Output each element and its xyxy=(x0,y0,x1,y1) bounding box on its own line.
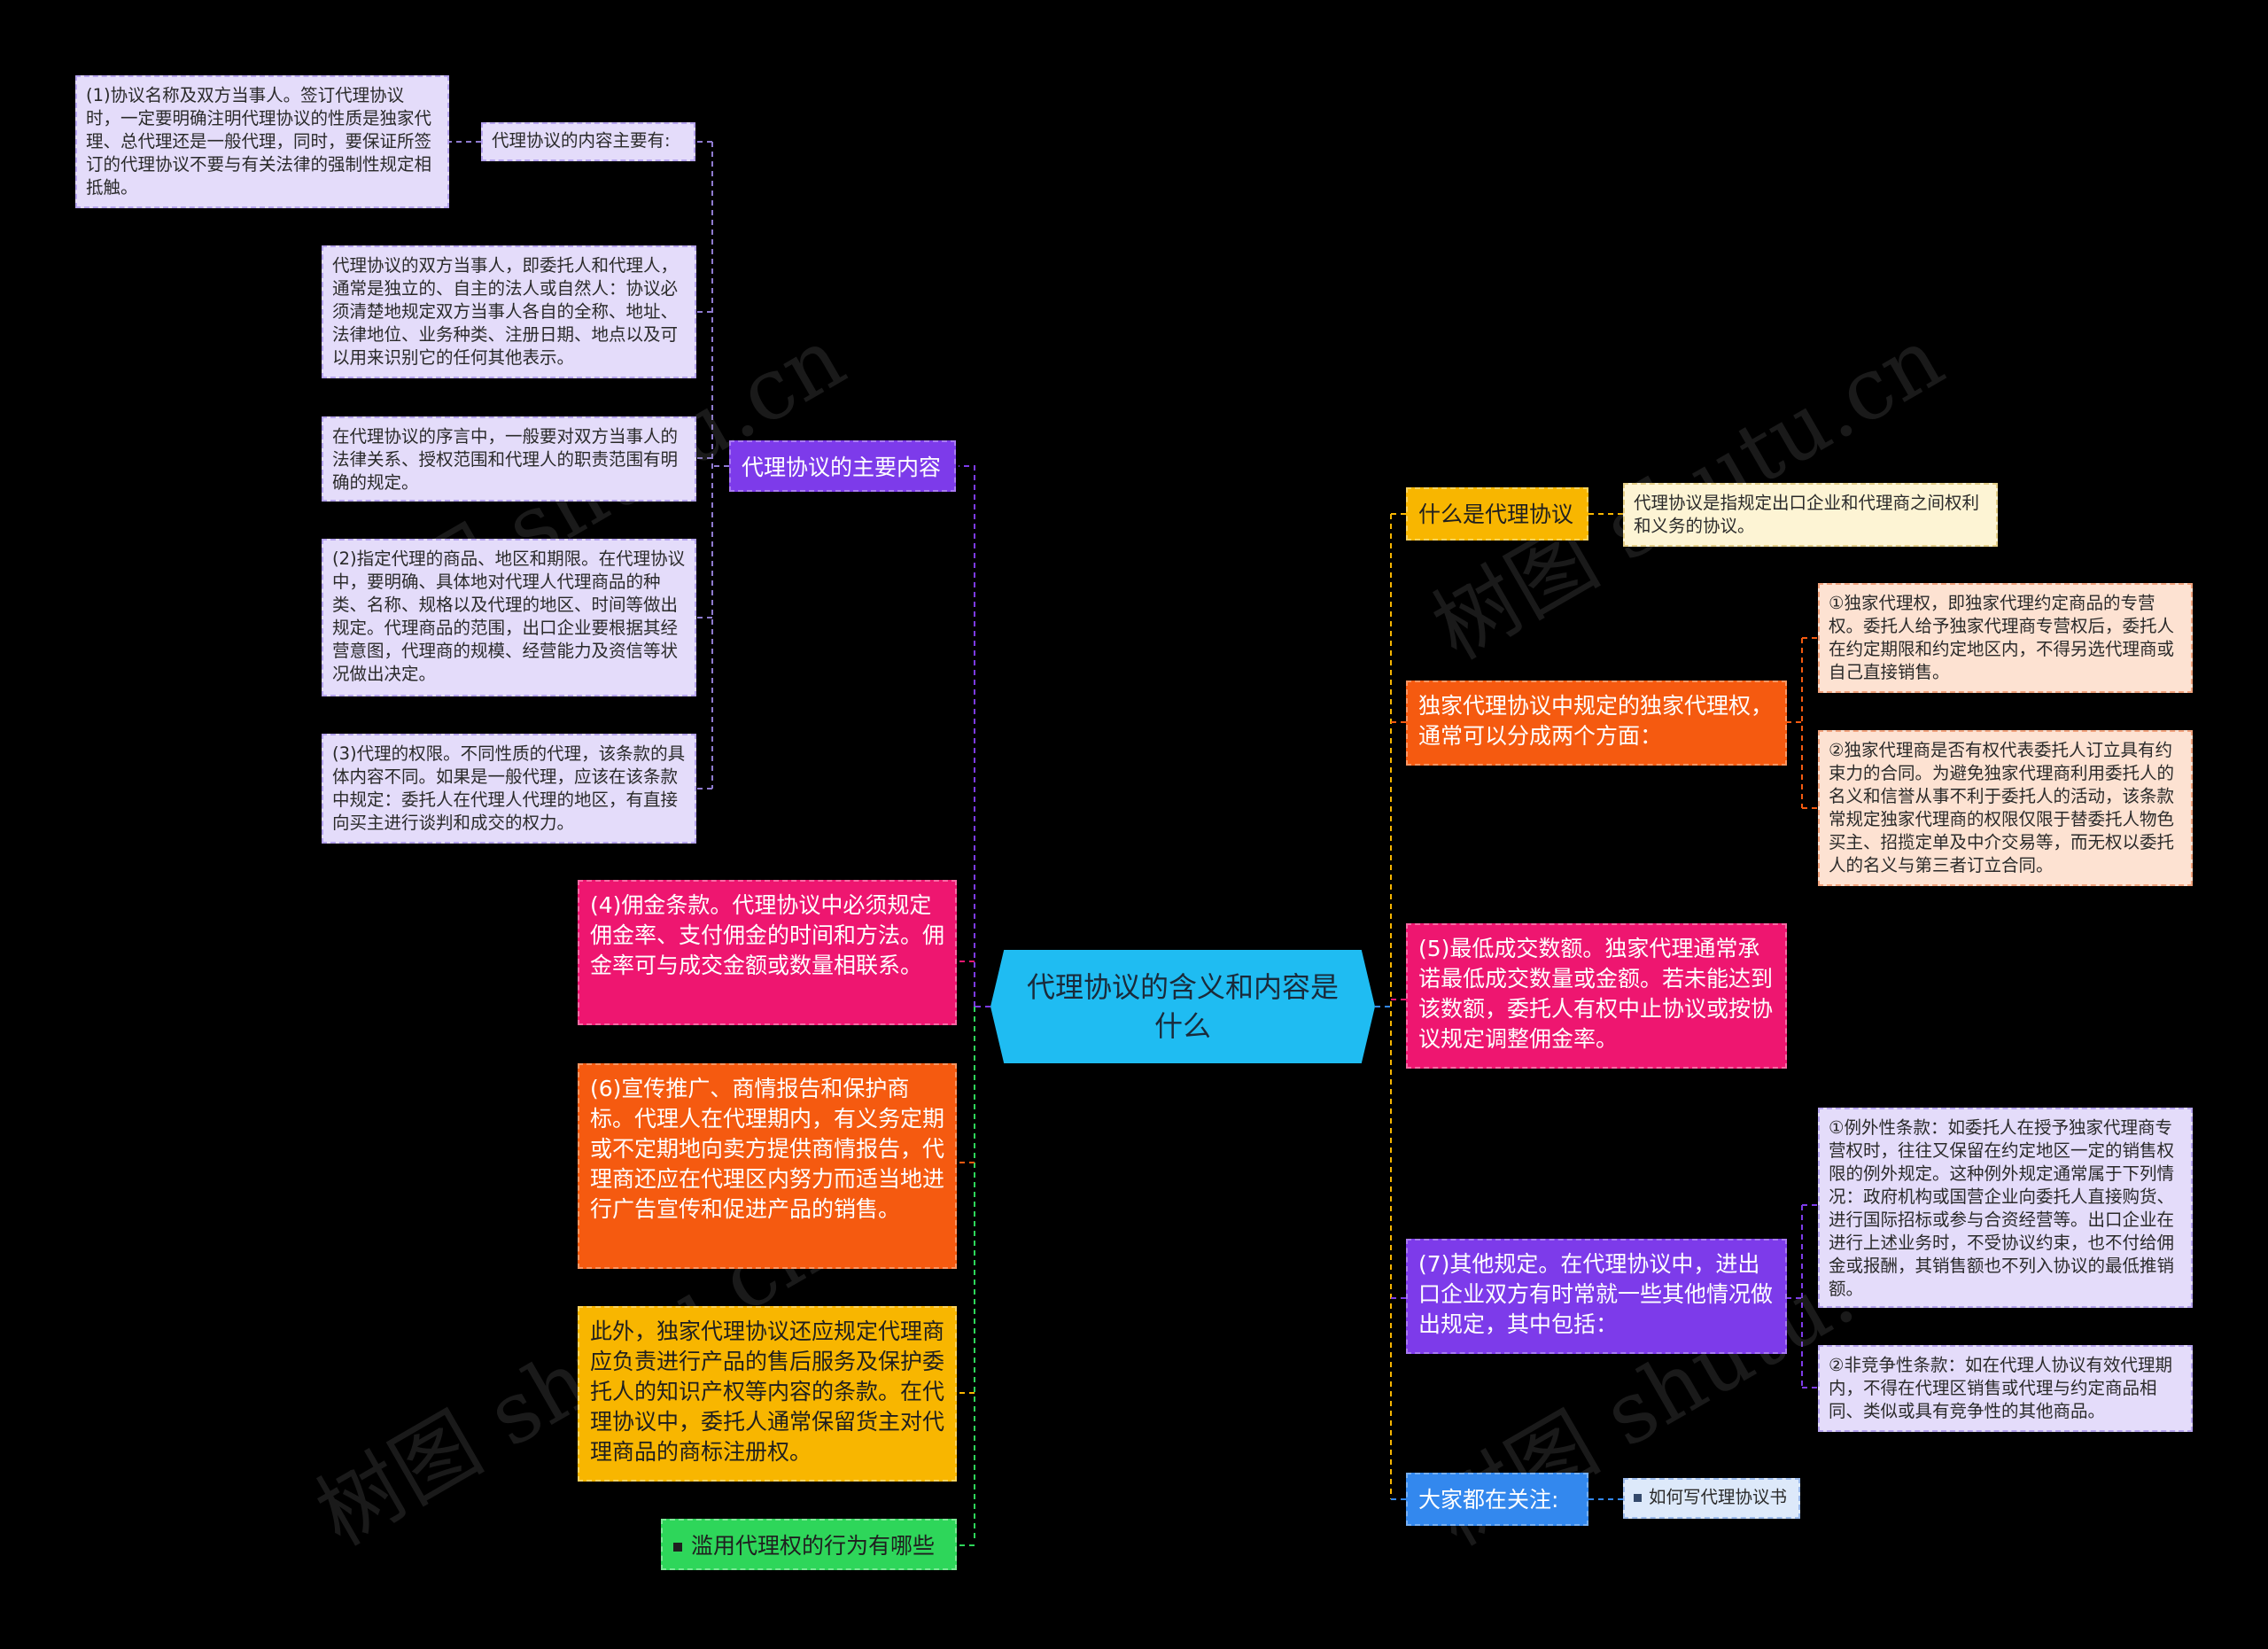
root-topic-label: 代理协议的含义和内容是什么 xyxy=(1026,970,1339,1043)
topic-other-provisions[interactable]: (7)其他规定。在代理协议中，进出口企业双方有时常就一些其他情况做出规定，其中包… xyxy=(1406,1239,1787,1354)
leaf-exclusive-point1-text: ①独家代理权，即独家代理约定商品的专营权。委托人给予独家代理商专营权后，委托人在… xyxy=(1829,593,2175,682)
topic-commission[interactable]: (4)佣金条款。代理协议中必须规定佣金率、支付佣金的时间和方法。佣金率可与成交金… xyxy=(578,880,957,1025)
leaf-parties-text: 代理协议的双方当事人，即委托人和代理人，通常是独立的、自主的法人或自然人：协议必… xyxy=(332,255,679,368)
subtopic-content-intro[interactable]: 代理协议的内容主要有: xyxy=(481,122,695,161)
topic-commission-text: (4)佣金条款。代理协议中必须规定佣金率、支付佣金的时间和方法。佣金率可与成交金… xyxy=(590,892,945,978)
bullet-icon xyxy=(1634,1494,1642,1502)
leaf-item3-text: (3)代理的权限。不同性质的代理，该条款的具体内容不同。如果是一般代理，应该在该… xyxy=(332,743,686,833)
subtopic-content-intro-label: 代理协议的内容主要有: xyxy=(492,130,671,151)
topic-promotion-text: (6)宣传推广、商情报告和保护商标。代理人在代理期内，有义务定期或不定期地向卖方… xyxy=(590,1076,945,1222)
bullet-icon xyxy=(673,1543,682,1552)
link-how-to-write-label: 如何写代理协议书 xyxy=(1649,1487,1788,1507)
topic-what-is-label: 什么是代理协议 xyxy=(1418,502,1574,527)
topic-attention[interactable]: 大家都在关注: xyxy=(1406,1473,1588,1526)
leaf-item1-name-parties[interactable]: (1)协议名称及双方当事人。签订代理协议时，一定要明确注明代理协议的性质是独家代… xyxy=(75,75,449,208)
topic-attention-label: 大家都在关注: xyxy=(1418,1487,1559,1513)
leaf-definition-text: 代理协议是指规定出口企业和代理商之间权利和义务的协议。 xyxy=(1634,493,1980,536)
leaf-item3-authority[interactable]: (3)代理的权限。不同性质的代理，该条款的具体内容不同。如果是一般代理，应该在该… xyxy=(322,734,696,844)
topic-minimum-text: (5)最低成交数额。独家代理通常承诺最低成交数量或金额。若未能达到该数额，委托人… xyxy=(1418,936,1774,1052)
topic-main-content-label: 代理协议的主要内容 xyxy=(742,455,942,480)
topic-promotion[interactable]: (6)宣传推广、商情报告和保护商标。代理人在代理期内，有义务定期或不定期地向卖方… xyxy=(578,1063,957,1269)
leaf-preamble[interactable]: 在代理协议的序言中，一般要对双方当事人的法律关系、授权范围和代理人的职责范围有明… xyxy=(322,416,696,502)
link-abuse-label: 滥用代理权的行为有哪些 xyxy=(691,1533,936,1559)
leaf-item1-text: (1)协议名称及双方当事人。签订代理协议时，一定要明确注明代理协议的性质是独家代… xyxy=(86,85,432,198)
topic-after-sales-text: 此外，独家代理协议还应规定代理商应负责进行产品的售后服务及保护委托人的知识产权等… xyxy=(590,1318,945,1465)
topic-what-is[interactable]: 什么是代理协议 xyxy=(1406,487,1588,541)
root-topic[interactable]: 代理协议的含义和内容是什么 xyxy=(990,950,1375,1063)
leaf-definition[interactable]: 代理协议是指规定出口企业和代理商之间权利和义务的协议。 xyxy=(1623,483,1998,547)
topic-other-label: (7)其他规定。在代理协议中，进出口企业双方有时常就一些其他情况做出规定，其中包… xyxy=(1418,1251,1774,1337)
leaf-exclusive-point2-text: ②独家代理商是否有权代表委托人订立具有约束力的合同。为避免独家代理商利用委托人的… xyxy=(1829,740,2175,875)
topic-exclusive-rights[interactable]: 独家代理协议中规定的独家代理权，通常可以分成两个方面： xyxy=(1406,681,1787,766)
leaf-exclusive-point2[interactable]: ②独家代理商是否有权代表委托人订立具有约束力的合同。为避免独家代理商利用委托人的… xyxy=(1818,730,2193,886)
link-how-to-write[interactable]: 如何写代理协议书 xyxy=(1623,1478,1800,1519)
link-abuse-of-agency[interactable]: 滥用代理权的行为有哪些 xyxy=(661,1519,957,1570)
leaf-exclusive-point1[interactable]: ①独家代理权，即独家代理约定商品的专营权。委托人给予独家代理商专营权后，委托人在… xyxy=(1818,583,2193,693)
leaf-item2-text: (2)指定代理的商品、地区和期限。在代理协议中，要明确、具体地对代理人代理商品的… xyxy=(332,548,686,684)
topic-minimum-volume[interactable]: (5)最低成交数额。独家代理通常承诺最低成交数量或金额。若未能达到该数额，委托人… xyxy=(1406,923,1787,1069)
leaf-exception-text: ①例外性条款：如委托人在授予独家代理商专营权时，往往又保留在约定地区一定的销售权… xyxy=(1829,1117,2175,1299)
leaf-preamble-text: 在代理协议的序言中，一般要对双方当事人的法律关系、授权范围和代理人的职责范围有明… xyxy=(332,426,679,493)
leaf-parties[interactable]: 代理协议的双方当事人，即委托人和代理人，通常是独立的、自主的法人或自然人：协议必… xyxy=(322,245,696,378)
topic-exclusive-label: 独家代理协议中规定的独家代理权，通常可以分成两个方面： xyxy=(1418,693,1774,749)
topic-main-content[interactable]: 代理协议的主要内容 xyxy=(729,440,956,492)
leaf-exception-clause[interactable]: ①例外性条款：如委托人在授予独家代理商专营权时，往往又保留在约定地区一定的销售权… xyxy=(1818,1108,2193,1308)
leaf-non-compete-clause[interactable]: ②非竞争性条款：如在代理人协议有效代理期内，不得在代理区销售或代理与约定商品相同… xyxy=(1818,1345,2193,1432)
leaf-non-compete-text: ②非竞争性条款：如在代理人协议有效代理期内，不得在代理区销售或代理与约定商品相同… xyxy=(1829,1355,2172,1421)
topic-after-sales[interactable]: 此外，独家代理协议还应规定代理商应负责进行产品的售后服务及保护委托人的知识产权等… xyxy=(578,1306,957,1482)
leaf-item2-goods-region[interactable]: (2)指定代理的商品、地区和期限。在代理协议中，要明确、具体地对代理人代理商品的… xyxy=(322,539,696,696)
